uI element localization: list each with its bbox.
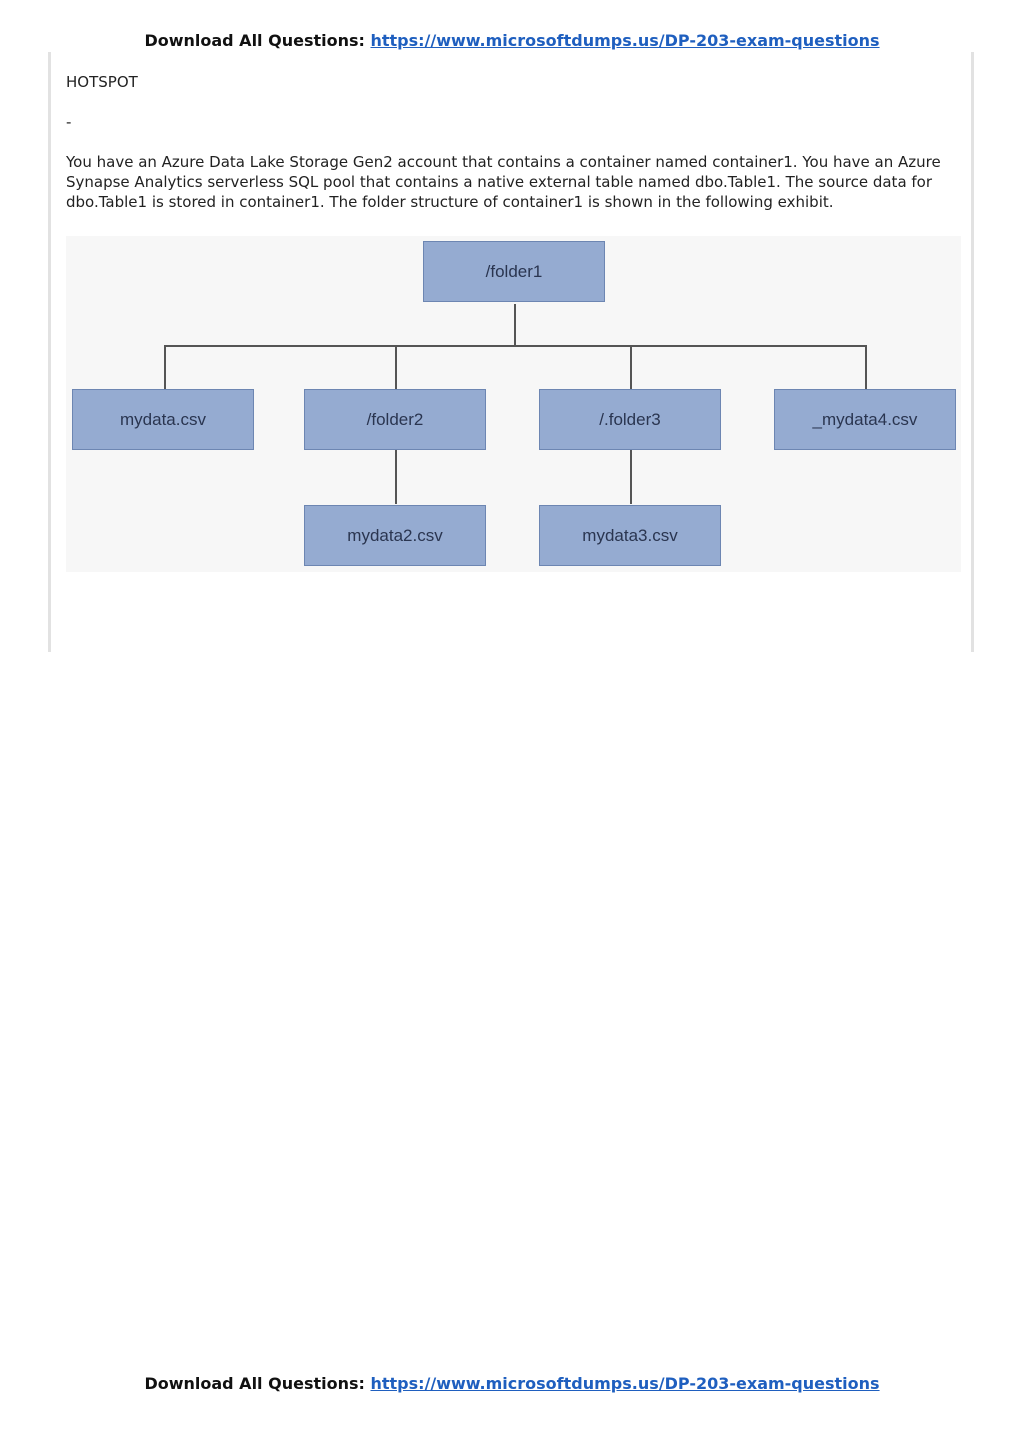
header-banner: Download All Questions: https://www.micr… <box>0 31 1024 50</box>
connector-folder3-child <box>630 450 632 504</box>
content-frame-left-border <box>48 52 51 652</box>
footer-banner: Download All Questions: https://www.micr… <box>0 1374 1024 1393</box>
connector-mydata <box>164 345 166 389</box>
question-content: HOTSPOT - You have an Azure Data Lake St… <box>66 72 958 212</box>
connector-mydata4 <box>865 345 867 389</box>
connector-folder2-child <box>395 450 397 504</box>
folder3-node: /.folder3 <box>539 389 721 450</box>
content-frame-right-border <box>971 52 974 652</box>
connector-folder3 <box>630 345 632 389</box>
footer-download-link[interactable]: https://www.microsoftdumps.us/DP-203-exa… <box>370 1374 880 1393</box>
question-type: HOTSPOT <box>66 73 138 91</box>
connector-root-down <box>514 304 516 346</box>
folder2-node: /folder2 <box>304 389 486 450</box>
header-label: Download All Questions: <box>144 31 365 50</box>
folder-structure-diagram: /folder1 mydata.csv /folder2 /.folder3 _… <box>66 236 961 572</box>
footer-label: Download All Questions: <box>144 1374 365 1393</box>
mydata-csv-node: mydata.csv <box>72 389 254 450</box>
connector-folder2 <box>395 345 397 389</box>
mydata3-csv-node: mydata3.csv <box>539 505 721 566</box>
question-text: You have an Azure Data Lake Storage Gen2… <box>66 153 941 211</box>
header-download-link[interactable]: https://www.microsoftdumps.us/DP-203-exa… <box>370 31 880 50</box>
mydata4-csv-node: _mydata4.csv <box>774 389 956 450</box>
folder1-node: /folder1 <box>423 241 605 302</box>
question-separator: - <box>66 113 72 131</box>
mydata2-csv-node: mydata2.csv <box>304 505 486 566</box>
connector-horizontal <box>164 345 867 347</box>
